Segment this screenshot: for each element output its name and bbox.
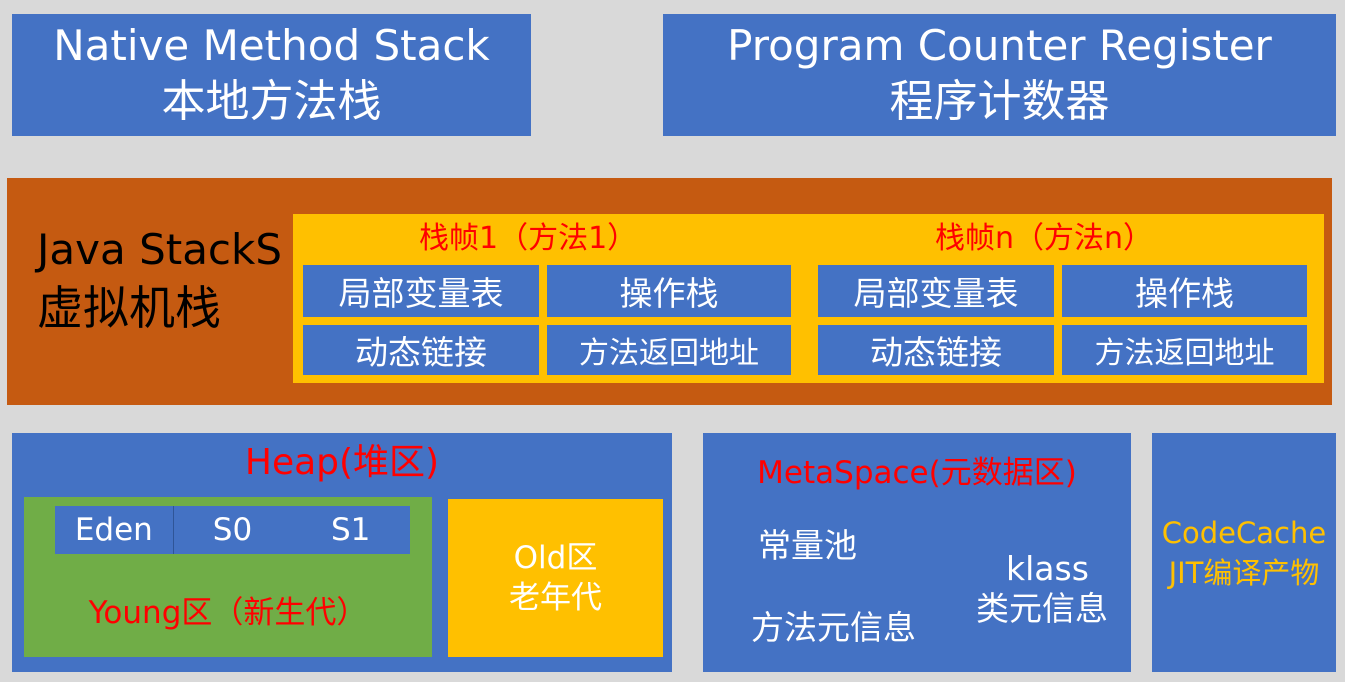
old-generation-label-2: 老年代	[509, 580, 602, 616]
young-generation-box: Eden S0 S1 Young区（新生代）	[24, 497, 432, 657]
native-method-stack-title-en: Native Method Stack	[53, 21, 490, 70]
metaspace-box: MetaSpace(元数据区) 常量池 方法元信息 klass 类元信息	[703, 433, 1131, 672]
heap-box: Heap(堆区) Eden S0 S1 Young区（新生代） Old区 老年代	[12, 433, 672, 672]
old-generation-label-1: Old区	[513, 540, 598, 576]
frame-n-dynamic-linking: 动态链接	[818, 325, 1054, 375]
program-counter-title-en: Program Counter Register	[727, 21, 1272, 70]
eden-survivor-bar: Eden S0 S1	[55, 506, 410, 554]
native-method-stack-title-cn: 本地方法栈	[161, 76, 382, 127]
frame-n-return-address: 方法返回地址	[1062, 325, 1307, 375]
class-meta-label: 类元信息	[976, 589, 1108, 628]
java-stack-title-en: Java StackS	[37, 225, 283, 274]
code-cache-title: CodeCache	[1161, 515, 1327, 550]
eden-space: Eden	[55, 506, 174, 554]
survivor-s1: S1	[330, 512, 371, 548]
metaspace-title: MetaSpace(元数据区)	[757, 455, 1077, 491]
heap-title: Heap(堆区)	[244, 442, 440, 483]
frame-1-dynamic-linking: 动态链接	[303, 325, 539, 375]
stack-frames-container: 栈帧1（方法1） 局部变量表 操作栈 动态链接 方法返回地址 栈帧n（方法n） …	[293, 214, 1324, 383]
frame-n-operand-stack: 操作栈	[1062, 265, 1307, 317]
stack-frame-1-title: 栈帧1（方法1）	[419, 221, 638, 256]
constant-pool-label: 常量池	[758, 526, 857, 565]
java-stack-box: Java StackS 虚拟机栈 栈帧1（方法1） 局部变量表 操作栈 动态链接…	[7, 178, 1332, 405]
frame-n-local-variables: 局部变量表	[818, 265, 1054, 317]
old-generation-box: Old区 老年代	[448, 499, 663, 657]
stack-frame-n-title: 栈帧n（方法n）	[935, 221, 1154, 256]
frame-1-return-address: 方法返回地址	[547, 325, 791, 375]
program-counter-title-cn: 程序计数器	[889, 76, 1110, 127]
survivor-s0: S0	[212, 512, 253, 548]
frame-1-operand-stack: 操作栈	[547, 265, 791, 317]
jit-output-label: JIT编译产物	[1168, 555, 1320, 590]
klass-label: klass	[1006, 549, 1089, 588]
java-stack-label: Java StackS 虚拟机栈	[37, 223, 282, 339]
method-meta-label: 方法元信息	[751, 608, 916, 647]
young-generation-label: Young区（新生代）	[88, 595, 368, 631]
program-counter-register-box: Program Counter Register 程序计数器	[663, 14, 1336, 136]
code-cache-box: CodeCache JIT编译产物	[1152, 433, 1336, 672]
native-method-stack-box: Native Method Stack 本地方法栈	[12, 14, 531, 136]
frame-1-local-variables: 局部变量表	[303, 265, 539, 317]
java-stack-title-cn: 虚拟机栈	[37, 281, 221, 335]
